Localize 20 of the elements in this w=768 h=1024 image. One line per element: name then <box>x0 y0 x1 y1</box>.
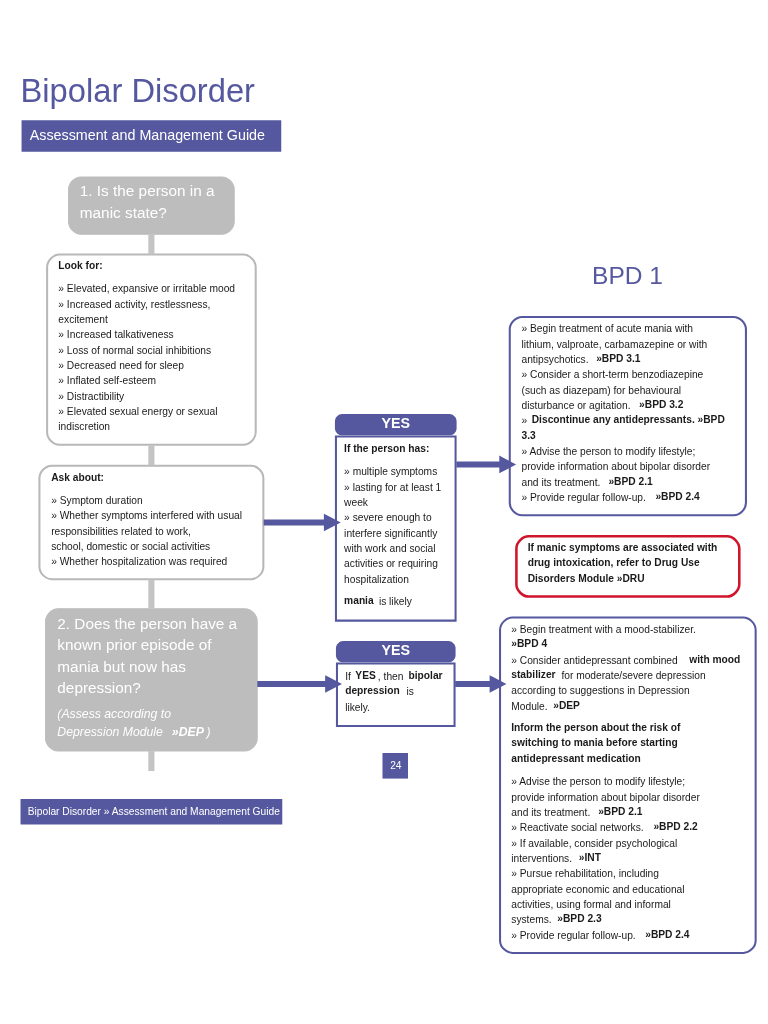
node-box: Look for: » Elevated, expansive or irritable mood » Increased activity, restlessness, excitement » Increased talkativeness » Loss of normal social inhibitions » Decreased need for sleep » Inflated self-esteem » Distractibility » Elevated sexual energy or sexual indiscretion <box>46 253 257 446</box>
node-box: 2. Does the person have a known prior episode of mania but now has depression? (Assess according to Depression Module »DEP) <box>45 607 258 751</box>
node-box: Ask about: » Symptom duration » Whether symptoms interfered with usual responsibilities related to work, school, domestic or social activities » Whether hospitalization was required <box>38 464 265 580</box>
label: Bipolar Disorder » Assessment and Management Guide <box>27 805 280 817</box>
connector <box>148 750 155 771</box>
connector <box>148 578 155 609</box>
arrow <box>263 513 341 531</box>
connector <box>148 233 155 254</box>
node-box: 1. Is the person in a manic state? <box>68 175 235 235</box>
arrow <box>455 674 507 693</box>
node-box: » Begin treatment of acute mania with lithium, valproate, carbamazepine or with antipsychotics. »BPD 3.1 » Consider a short-term benzodiazepine (such as diazepam) for behavioural disturbance or agitation. »BPD 3.2 » Discontinue any antidepressants. »BPD 3.3 » Advise the person to modify lifestyle; provide information about bipolar disorder and its treatment. »BPD 2.1 » Provide regular follow-up. »BPD 2.4 <box>508 315 747 516</box>
connector <box>148 444 155 465</box>
arrow <box>257 674 342 693</box>
label: 24 <box>390 759 402 771</box>
label: Assessment and Management Guide <box>29 126 265 143</box>
diagram-title: Bipolar Disorder <box>20 71 255 109</box>
arrow <box>456 455 517 473</box>
node-box: If manic symptoms are associated with drug intoxication, refer to Drug Use Disorders Module »DRU <box>515 534 741 598</box>
label: BPD 1 <box>592 261 663 289</box>
node-box: » Begin treatment with a mood-stabilizer. »BPD 4 » Consider antidepressant combined with mood stabilizer for moderate/severe depression according to suggestions in Depression Module. »DEP Inform the person about the risk of switching to mania before starting antidepressant medication » Advise the person to modify lifestyle; provide information about bipolar disorder and its treatment. »BPD 2.1 » Reactivate social networks. »BPD 2.2 » If available, consider psychological interventions. »INT » Pursue rehabilitation, including appropriate economic and educational activities, using formal and informal systems. »BPD 2.3 » Provide regular follow-up. »BPD 2.4 <box>499 616 757 954</box>
